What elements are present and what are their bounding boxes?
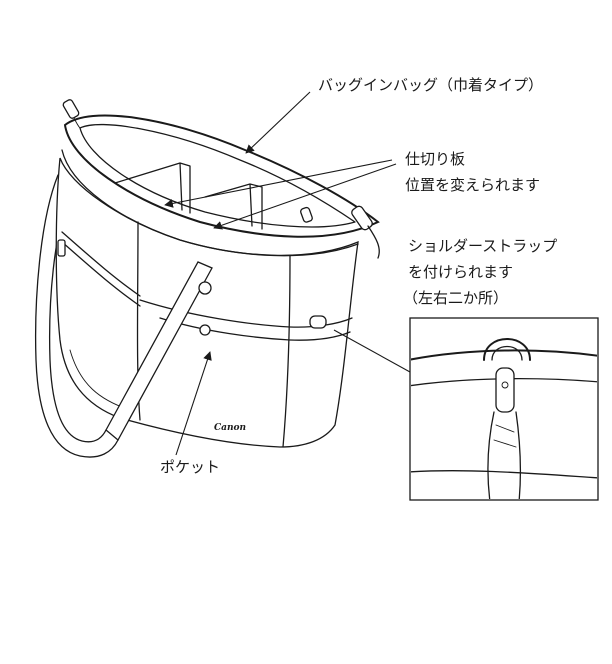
bag-body (55, 149, 359, 448)
divider-left (114, 162, 191, 214)
divider-arrow-left (164, 159, 393, 208)
divider-arrow-right (213, 163, 397, 230)
label-pocket: ポケット (160, 458, 220, 476)
front-d-ring-icon (198, 281, 212, 295)
strap-band (105, 261, 213, 442)
left-toggle-icon (62, 99, 80, 119)
inset-clip-hook-icon (495, 367, 515, 413)
right-face-edge (282, 255, 291, 448)
side-zipper (57, 231, 141, 307)
bag-in-bag-arrow (245, 91, 311, 154)
divider-right (204, 183, 263, 230)
strap-front-band (105, 261, 327, 442)
zipper-line-upper (61, 231, 141, 297)
pocket-seam-lower (159, 317, 351, 341)
inset-bag-bottom (411, 470, 597, 479)
drawstring-toggles (62, 99, 380, 259)
pocket-button-icon (199, 324, 211, 336)
middle-toggle-icon (300, 206, 313, 223)
right-cord (367, 225, 380, 259)
label-divider-line1: 仕切り板 (405, 150, 465, 168)
dividers (114, 162, 263, 230)
label-strap-line3: （左右二か所） (403, 289, 508, 307)
inset-d-ring-inner (491, 346, 523, 361)
left-cord (73, 117, 81, 129)
callouts (164, 91, 411, 456)
bag-in-bag-rim-outer (63, 114, 380, 238)
strap-outer-edge (34, 174, 119, 458)
inset-rim-upper (411, 349, 597, 361)
inset-strap-left (487, 411, 495, 499)
zipper-pull-icon (57, 239, 66, 257)
inset-clip-pin-icon (501, 381, 509, 389)
strap-leader-line (333, 329, 411, 373)
side-d-ring-icon (309, 315, 327, 329)
bag-in-bag (63, 114, 380, 238)
bag-in-bag-rim-inner (79, 123, 356, 228)
label-strap-line2: を付けられます (408, 263, 513, 281)
bag-top-edge (61, 149, 359, 257)
strap-inset (409, 317, 599, 501)
inset-d-ring-icon (483, 338, 531, 361)
zipper-line-lower (61, 241, 141, 307)
inset-strap-right (515, 411, 522, 499)
label-divider-line2: 位置を変えられます (405, 176, 540, 194)
pocket-arrow (175, 351, 212, 456)
label-bag-in-bag: バッグインバッグ（巾着タイプ） (318, 76, 543, 94)
label-strap-line1: ショルダーストラップ (408, 237, 557, 255)
inset-strap-stitch (493, 424, 517, 448)
brand-logo: Canon (214, 423, 246, 433)
inset-drawing (411, 338, 597, 499)
